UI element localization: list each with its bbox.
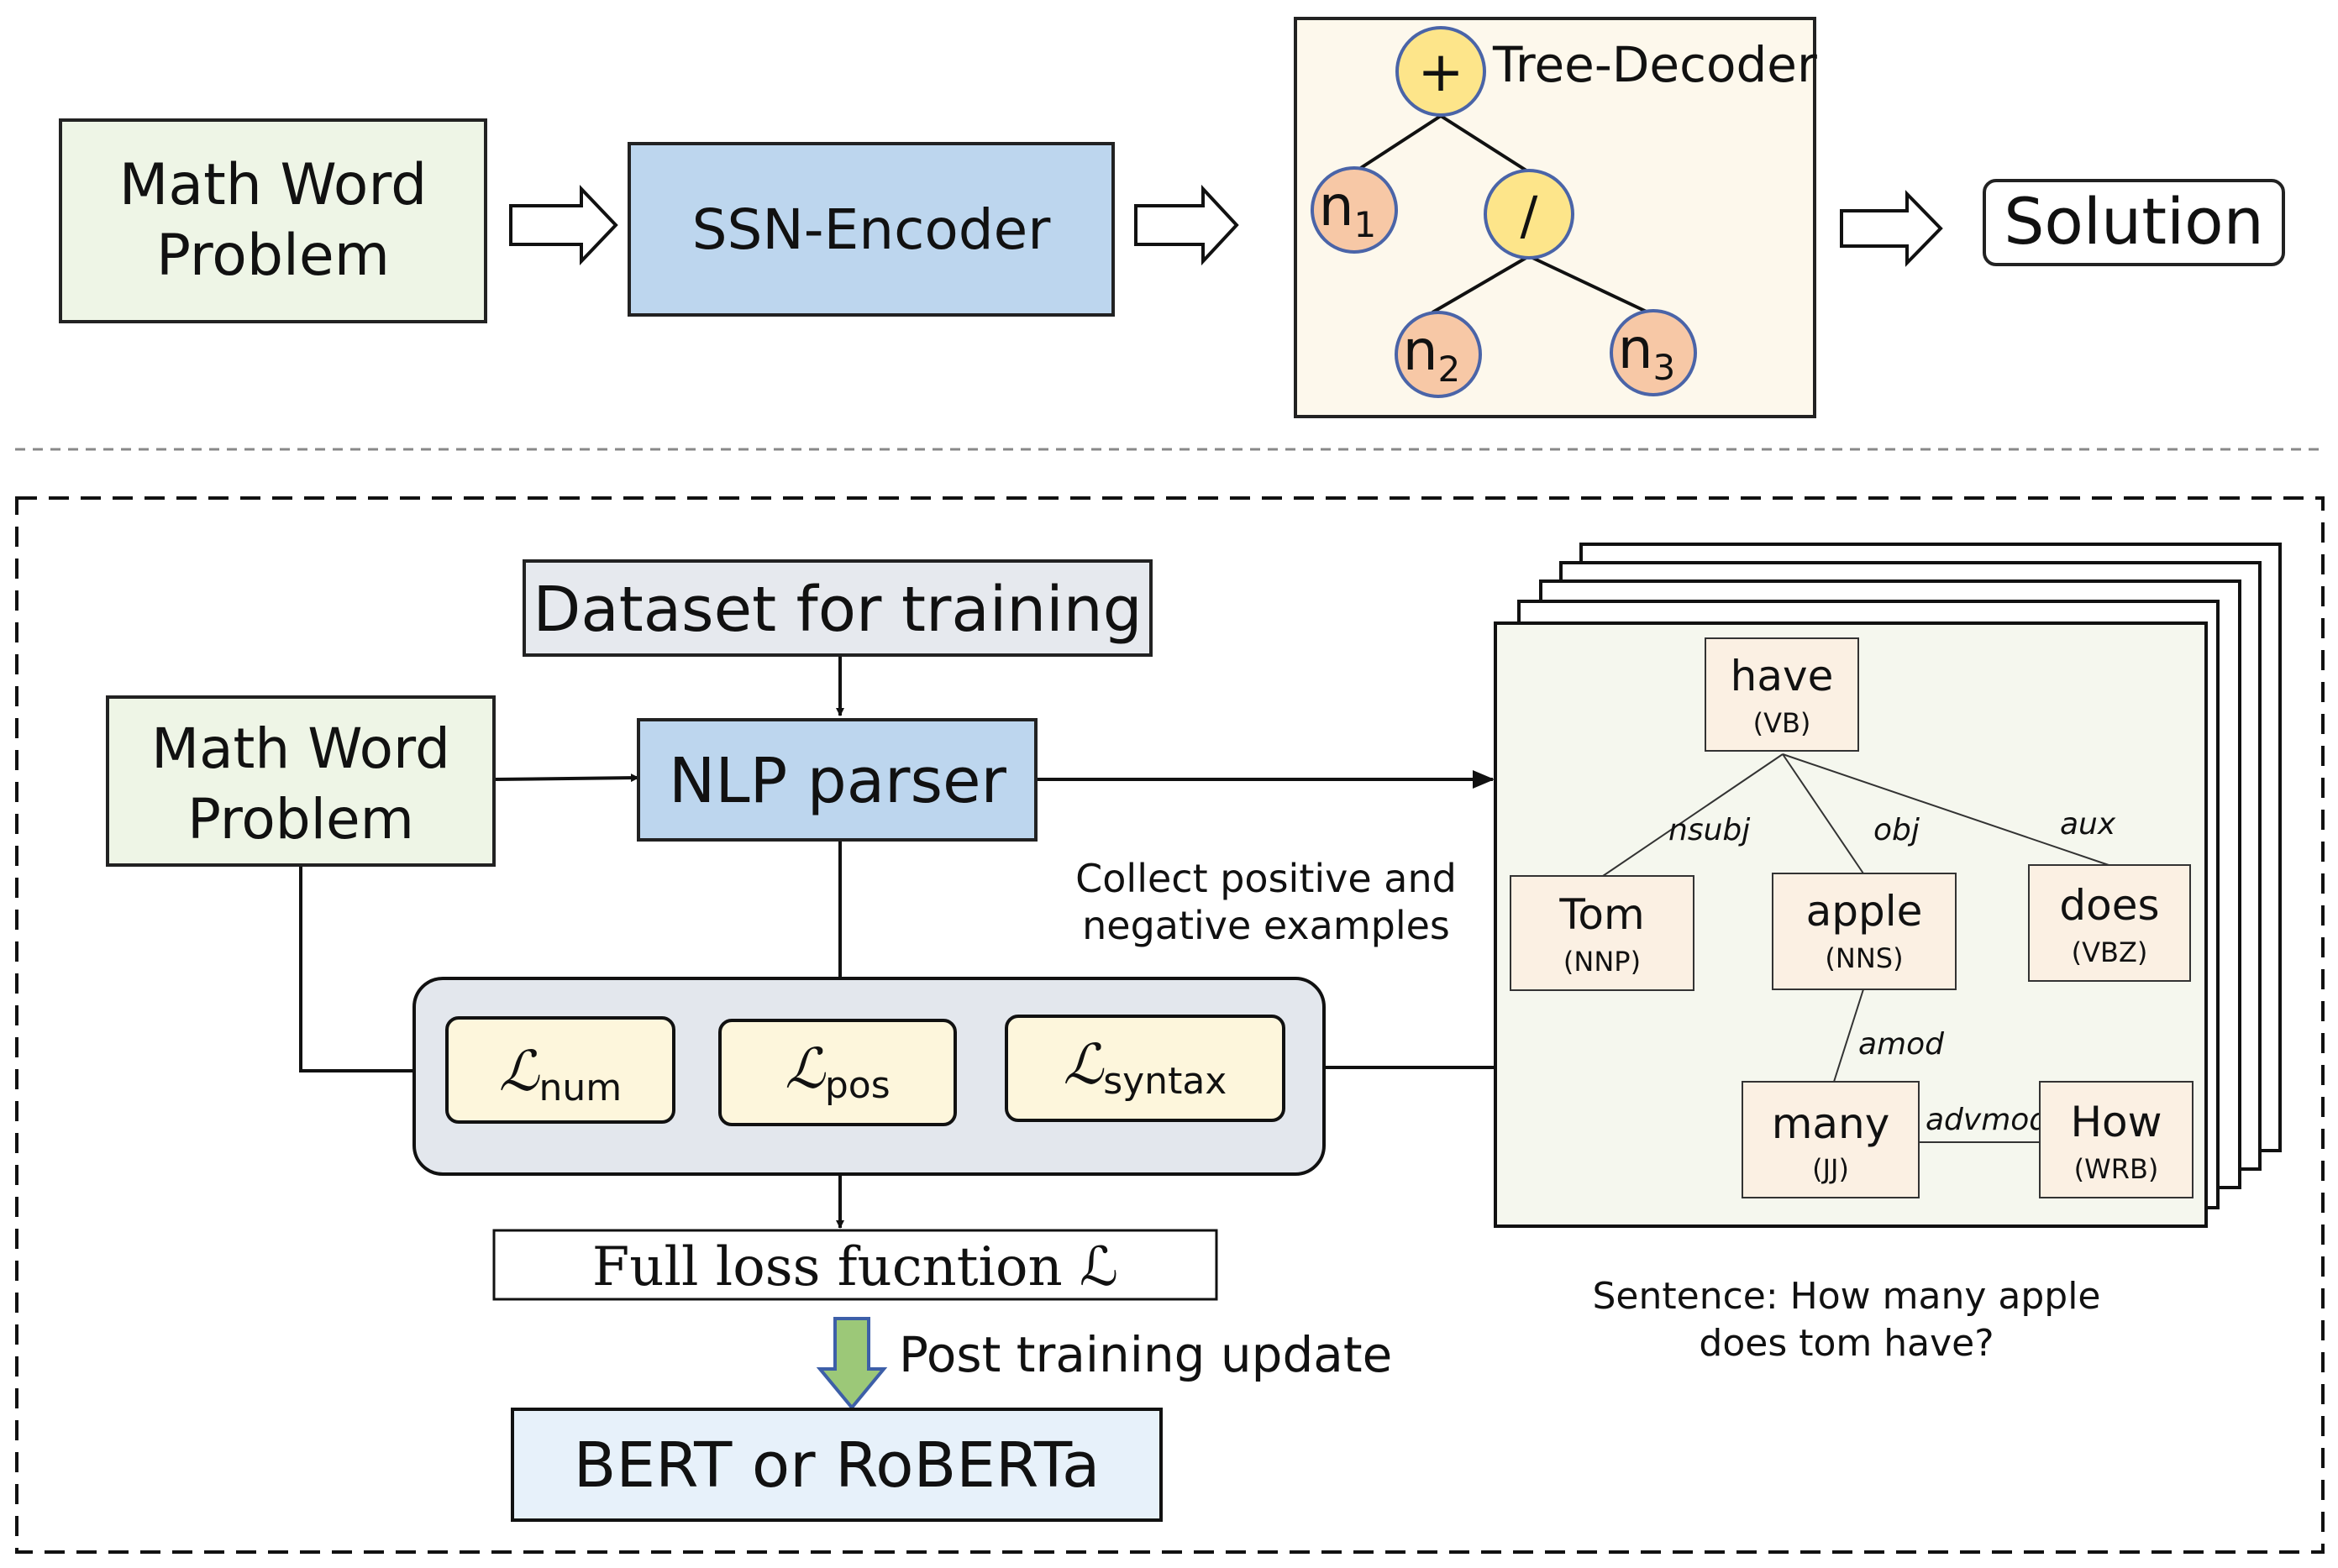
edge-label-nsubj: nsubj <box>1668 813 1750 847</box>
tree-n1-node: n1 <box>1311 166 1398 254</box>
loss-pos-box: ℒpos <box>718 1019 957 1126</box>
nlp-parser-label: NLP parser <box>669 745 1007 817</box>
top-mwp-line1: Math Word <box>119 152 428 218</box>
svg-text:How: How <box>2070 1098 2162 1146</box>
post-training-arrow <box>816 1317 888 1411</box>
parse-tree-edges <box>1602 753 2109 1143</box>
model-label: BERT or RoBERTa <box>574 1429 1101 1502</box>
nlp-parser-box: NLP parser <box>637 718 1038 842</box>
hollow-arrow-1 <box>509 185 618 265</box>
svg-text:(JJ): (JJ) <box>1812 1153 1849 1185</box>
svg-text:have: have <box>1731 652 1834 700</box>
tree-root-node: + <box>1395 26 1486 117</box>
tree-div-node: / <box>1484 169 1574 260</box>
svg-text:n2: n2 <box>1403 318 1461 390</box>
edge-label-amod: amod <box>1858 1027 1945 1062</box>
full-loss-label: Full loss fucntion ℒ <box>592 1236 1118 1298</box>
top-pipeline: Math Word Problem SSN-Encoder Tree-Decod… <box>59 17 2285 418</box>
collect-line2: negative examples <box>1082 903 1450 948</box>
bottom-math-word-problem-box: Math Word Problem <box>106 695 496 867</box>
sentence-line2: does tom have? <box>1699 1322 1994 1365</box>
svg-text:many: many <box>1772 1099 1890 1148</box>
svg-text:+: + <box>1417 39 1463 104</box>
hollow-arrow-3 <box>1840 190 1943 267</box>
parse-edge-labels: nsubj obj aux amod advmod <box>1668 807 2116 1137</box>
svg-text:does: does <box>2059 881 2159 930</box>
edge-label-obj: obj <box>1873 813 1920 847</box>
svg-text:(NNS): (NNS) <box>1825 942 1903 974</box>
tree-decoder-panel: Tree-Decoder + / n1 n2 <box>1294 17 1817 418</box>
collect-line1: Collect positive and <box>1075 856 1457 901</box>
tree-decoder-title: Tree-Decoder <box>1492 36 1817 93</box>
dataset-box: Dataset for training <box>523 559 1153 657</box>
svg-text:(WRB): (WRB) <box>2074 1153 2159 1185</box>
full-loss-box: Full loss fucntion ℒ <box>492 1229 1218 1301</box>
svg-text:ℒpos: ℒpos <box>785 1036 890 1107</box>
tree-n2-node: n2 <box>1395 311 1482 398</box>
svg-text:/: / <box>1521 185 1538 246</box>
edge-label-advmod: advmod <box>1926 1103 2049 1137</box>
bottom-mwp-line2: Problem <box>187 787 414 852</box>
svg-text:apple: apple <box>1806 887 1923 936</box>
solution-label: Solution <box>2004 184 2264 259</box>
svg-text:ℒsyntax: ℒsyntax <box>1064 1032 1227 1103</box>
solution-box: Solution <box>1983 179 2285 266</box>
svg-text:n1: n1 <box>1319 174 1377 245</box>
svg-text:(VBZ): (VBZ) <box>2072 936 2148 968</box>
model-box: BERT or RoBERTa <box>511 1408 1163 1522</box>
dataset-label: Dataset for training <box>533 574 1142 646</box>
loss-group: ℒnum ℒpos ℒsyntax <box>412 977 1326 1176</box>
hollow-arrow-2 <box>1134 184 1239 266</box>
svg-text:n3: n3 <box>1618 317 1676 388</box>
parse-node-apple: apple (NNS) <box>1772 873 1957 990</box>
edge-label-aux: aux <box>2060 807 2116 842</box>
bottom-section-frame <box>15 496 2325 1554</box>
post-training-label: Post training update <box>899 1326 1392 1383</box>
tree-n3-node: n3 <box>1610 309 1697 396</box>
top-mwp-line2: Problem <box>156 223 390 289</box>
top-math-word-problem-box: Math Word Problem <box>59 118 487 323</box>
parse-node-tom: Tom (NNP) <box>1510 875 1694 991</box>
loss-syntax-box: ℒsyntax <box>1005 1015 1285 1122</box>
decoder-tree-edges <box>1353 114 1649 314</box>
svg-text:ℒnum: ℒnum <box>499 1039 622 1109</box>
parse-node-how: How (WRB) <box>2039 1081 2194 1198</box>
parse-node-does: does (VBZ) <box>2028 864 2191 982</box>
encoder-label: SSN-Encoder <box>692 197 1052 262</box>
ssn-encoder-box: SSN-Encoder <box>628 142 1115 317</box>
parse-node-have: have (VB) <box>1705 637 1859 752</box>
svg-text:Tom: Tom <box>1558 890 1644 939</box>
svg-text:(VB): (VB) <box>1753 707 1811 739</box>
loss-num-box: ℒnum <box>445 1016 675 1124</box>
sentence-line1: Sentence: How many apple <box>1593 1275 2101 1318</box>
svg-text:(NNP): (NNP) <box>1563 946 1641 978</box>
parse-node-many: many (JJ) <box>1742 1081 1920 1198</box>
bottom-mwp-line1: Math Word <box>151 716 450 781</box>
